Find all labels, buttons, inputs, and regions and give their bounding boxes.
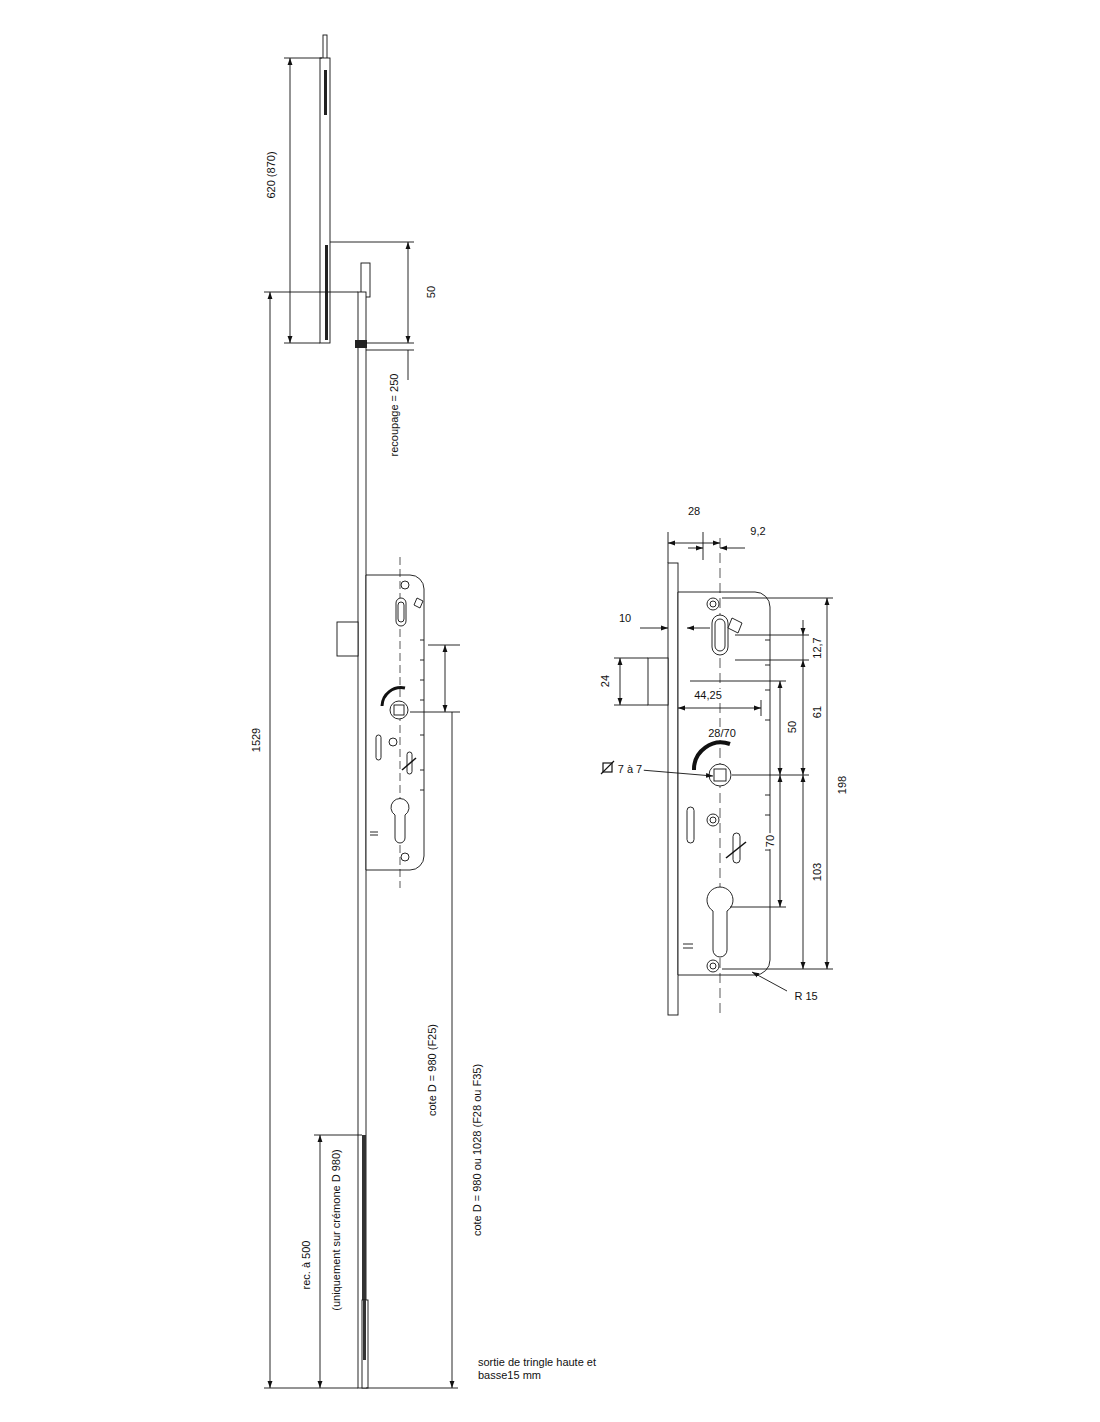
dimension-label: 50 [425,284,438,300]
label-anchor: 7 à 7 [616,759,644,777]
label-anchor: R 15 [792,986,819,1004]
label-anchor: 12,7 [807,635,825,660]
label-anchor: 28 [686,501,702,519]
dimension-label: 50 [786,719,799,735]
faceplate [358,292,366,1388]
dimension-label: 10 [617,612,633,625]
label-anchor: 61 [807,704,825,720]
label-anchor: 44,25 [692,685,724,703]
label-anchor: 9,2 [748,521,767,539]
dimension-label: recoupage = 250 [388,372,401,459]
dimension-label: 70 [764,833,777,849]
label-anchor: (uniquement sur crémone D 980) [326,1147,344,1312]
dimension-label: 9,2 [748,525,767,538]
faceplate-detail [668,563,678,1015]
label-anchor: 24 [595,673,613,689]
dimension-label: 7 à 7 [616,763,644,776]
label-anchor: 620 (870) [261,149,279,200]
label-anchor: sortie de tringle haute et basse15 mm [476,1356,606,1383]
lock-case-detail [678,592,770,975]
label-anchor: 103 [807,861,825,883]
dimension-label: 28 [686,505,702,518]
rod-tip [323,35,327,60]
dimension-label: rec. à 500 [300,1239,313,1292]
dimension-label: sortie de tringle haute et basse15 mm [476,1356,606,1382]
label-anchor: 28/70 [706,723,738,741]
latch-bolt [337,622,358,656]
label-anchor: rec. à 500 [296,1239,314,1292]
label-anchor: cote D = 980 (F25) [422,1022,440,1118]
dimension-label: (uniquement sur crémone D 980) [330,1147,343,1312]
label-anchor: 198 [832,774,850,796]
label-anchor: 10 [617,608,633,626]
dimension-label: 44,25 [692,689,724,702]
dimension-label: 12,7 [811,635,824,660]
dimension-label: R 15 [792,990,819,1003]
dimension-label: cote D = 980 (F25) [426,1022,439,1118]
label-anchor: 1529 [246,726,264,754]
dimension-label: 620 (870) [265,149,278,200]
dimension-label: 28/70 [706,727,738,740]
label-anchor: 70 [760,833,778,849]
square-symbol [601,761,614,774]
dimension-label: 198 [836,774,849,796]
label-anchor: 50 [421,284,439,300]
lock-case [366,575,424,870]
dimension-label: 24 [599,673,612,689]
latch-bolt-detail [648,658,668,705]
label-anchor: cote D = 980 ou 1028 (F28 ou F35) [467,1062,485,1238]
dimension-label: cote D = 980 ou 1028 (F28 ou F35) [471,1062,484,1238]
dimension-label: 61 [811,704,824,720]
label-anchor: recoupage = 250 [384,372,402,459]
dimension-label: 1529 [250,726,263,754]
dimension-label: 103 [811,861,824,883]
label-anchor: 50 [782,719,800,735]
upper-rod [320,58,330,343]
